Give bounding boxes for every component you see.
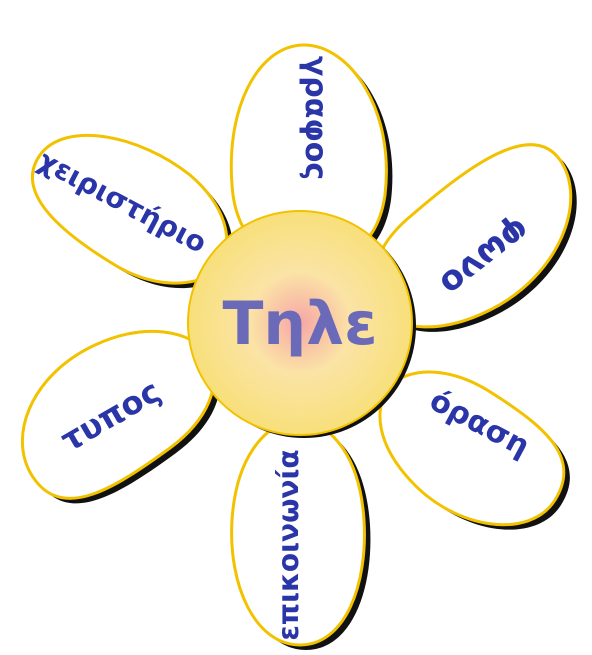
center-label: Τηλε (222, 289, 377, 359)
petal-label-bottom: επικοινωνία (272, 449, 305, 640)
petal-label-top: γραφος (298, 56, 333, 180)
petal-lower-right (380, 372, 570, 530)
